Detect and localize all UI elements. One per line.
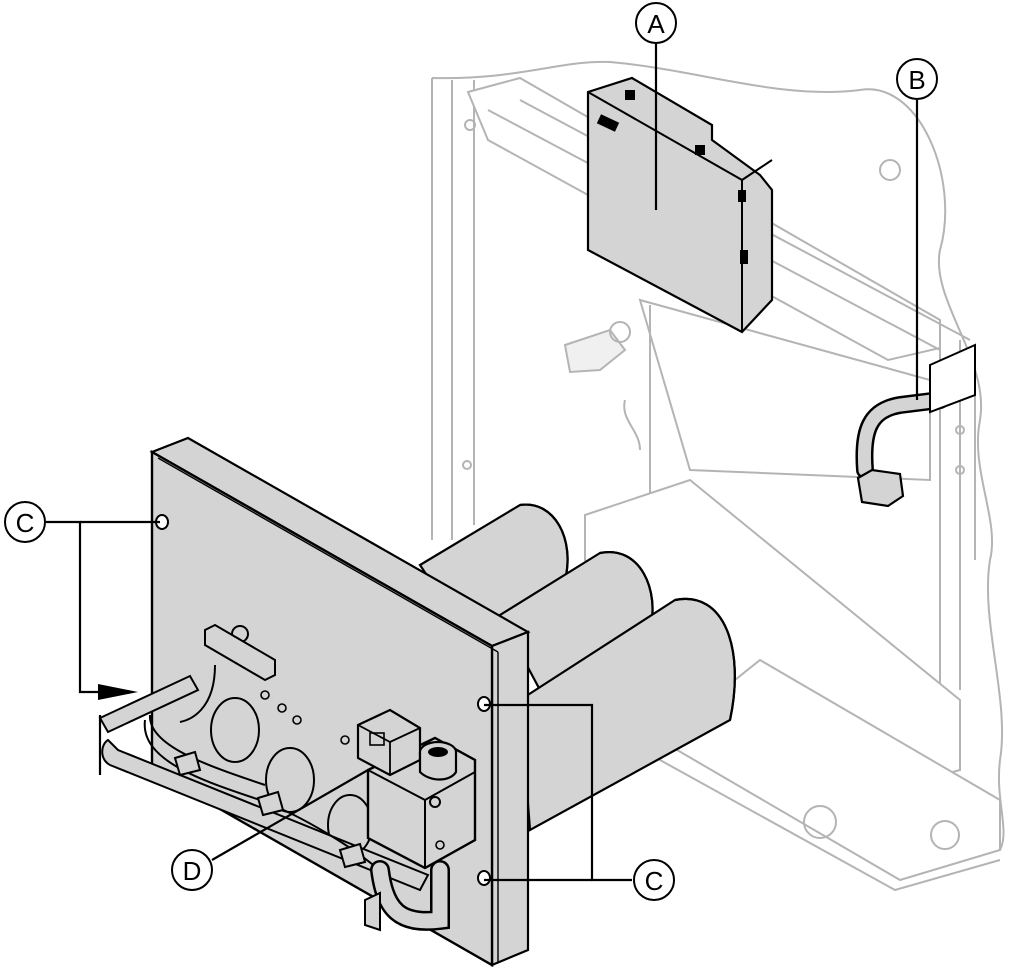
frame-hole: [955, 425, 965, 435]
control-unit-connector: [740, 250, 748, 264]
callout-d-label: D: [183, 856, 202, 886]
plate-fixing-hole-lower-right: [477, 870, 491, 886]
valve-coil-edges: [357, 724, 421, 775]
callout-a: A: [635, 2, 677, 44]
elbow-bracket: [364, 891, 381, 932]
valve-body-edges: [367, 769, 476, 868]
callout-c-left: C: [4, 501, 46, 543]
plate-nozzle-opening: [210, 697, 260, 763]
leader-c-left-arrow: [98, 684, 138, 700]
manifold-top-pipe: [98, 674, 200, 734]
frame-cutaway-outline: [431, 60, 1005, 851]
valve-test-nipple: [435, 840, 445, 850]
frame-hole: [462, 460, 472, 470]
burner-mounting-plate: [149, 436, 531, 968]
plate-screw: [260, 690, 270, 700]
frame-hole: [955, 465, 965, 475]
gas-nozzle: [338, 842, 367, 869]
base-plate-opening: [930, 820, 960, 850]
valve-plug-socket: [369, 732, 385, 746]
control-unit-clip: [695, 145, 705, 155]
callout-a-label: A: [647, 9, 665, 39]
valve-test-nipple: [429, 796, 441, 808]
burner-tube-3-end: [674, 597, 736, 721]
gas-pipe-bracket: [929, 343, 976, 414]
gas-manifold: [98, 664, 450, 932]
callout-c-right: C: [633, 859, 675, 901]
callout-c-right-label: C: [645, 866, 664, 896]
burner-tube-1-end: [519, 503, 569, 581]
gas-pipe-fill: [857, 393, 947, 477]
heat-exchanger-edges: [623, 305, 651, 520]
valve-regulator-screw: [428, 747, 448, 757]
gas-pipe-nut: [856, 468, 905, 508]
frame-hole: [464, 119, 476, 131]
control-unit-clip: [625, 90, 635, 100]
plate-screw: [340, 735, 350, 745]
control-unit-connector: [738, 190, 746, 202]
callout-b-label: B: [908, 65, 925, 95]
ignition-electrode-block: [204, 623, 276, 682]
frame-left-column: [451, 80, 475, 540]
leader-lines: [46, 42, 919, 882]
control-unit-body: [586, 76, 774, 334]
gas-nozzle: [173, 750, 202, 777]
control-unit-label: [596, 114, 620, 132]
callout-d: D: [171, 849, 213, 891]
valve-supply-elbow-fill: [372, 862, 448, 929]
drain-valve-ghost: [563, 328, 627, 374]
ionisation-lead: [179, 664, 216, 723]
leader-c-right-upper: [484, 703, 632, 882]
gas-nozzle: [256, 790, 285, 817]
control-unit-side-edge: [741, 159, 773, 181]
base-plate-opening: [803, 805, 837, 839]
gas-supply-pipe: [855, 343, 976, 508]
control-unit: [586, 76, 774, 334]
base-plate-ghost: [658, 658, 1001, 882]
plate-screw: [277, 703, 287, 713]
leader-c-left-lower: [46, 520, 110, 694]
leader-d: [211, 769, 369, 861]
gas-combination-valve: [356, 708, 477, 870]
ignition-lead: [148, 714, 266, 786]
combustion-chamber-ghost: [584, 478, 961, 802]
callout-c-left-label: C: [16, 508, 35, 538]
plate-screw: [292, 715, 302, 725]
drain-valve-handle: [609, 321, 631, 343]
frame-fitting: [879, 159, 901, 181]
callout-b: B: [896, 58, 938, 100]
valve-regulator-cap: [418, 752, 458, 781]
plate-inner-edge: [157, 457, 499, 962]
